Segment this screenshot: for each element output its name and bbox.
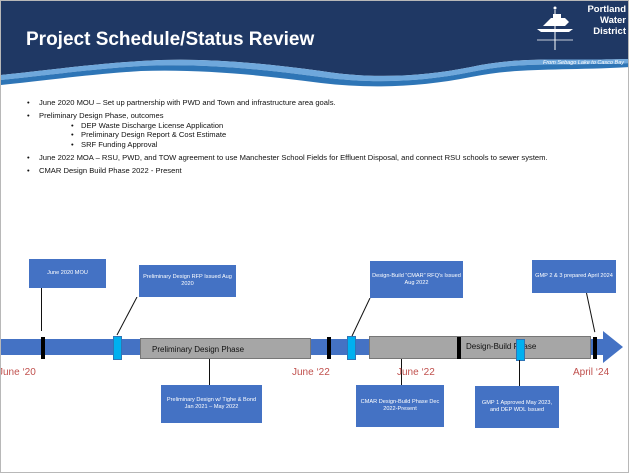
sub-bullet-item: DEP Waste Discharge License Application (39, 121, 619, 131)
timeline-tick (457, 337, 461, 359)
phase-label: Design-Build Phase (466, 342, 537, 351)
bullet-text: Preliminary Design Phase, outcomes (39, 111, 164, 121)
timeline-tick (593, 337, 597, 359)
connector-line (586, 292, 596, 333)
sub-bullet-item: SRF Funding Approval (39, 140, 619, 150)
logo-wordmark: Portland Water District (587, 4, 626, 37)
bullet-item: Preliminary Design Phase, outcomes DEP W… (19, 111, 619, 149)
connector-line (116, 297, 138, 336)
logo-line-2: Water (599, 15, 626, 26)
timeline-box: Preliminary Design RFP Issued Aug 2020 (139, 265, 236, 297)
milestone-marker (516, 339, 525, 361)
timeline-box: Preliminary Design w/ Tighe & Bond Jan 2… (161, 385, 262, 423)
bullet-item: CMAR Design Build Phase 2022 - Present (19, 166, 619, 176)
page-title: Project Schedule/Status Review (26, 29, 315, 50)
bullet-item: June 2022 MOA – RSU, PWD, and TOW agreem… (19, 153, 619, 163)
connector-line (41, 288, 42, 331)
timeline-box: GMP 2 & 3 prepared April 2024 (532, 260, 616, 293)
connector-line (351, 298, 371, 337)
connector-line (209, 359, 210, 385)
weathervane-icon (537, 6, 573, 50)
date-label: June ‘22 (292, 367, 330, 378)
logo-line-1: Portland (587, 4, 626, 15)
timeline-box: GMP 1 Approved May 2023, and DEP WDL Iss… (475, 386, 559, 428)
logo-tagline: From Sebago Lake to Casco Bay (542, 60, 624, 66)
timeline-box: Design-Build “CMAR” RFQ’s Issued Aug 202… (370, 261, 463, 298)
sub-bullet-item: Preliminary Design Report & Cost Estimat… (39, 130, 619, 140)
timeline-box: June 2020 MOU (29, 259, 106, 288)
header-banner: Project Schedule/Status Review Portland … (1, 1, 628, 91)
milestone-marker (113, 336, 122, 360)
connector-line (519, 360, 520, 386)
milestone-marker (347, 336, 356, 360)
phase-label: Preliminary Design Phase (152, 345, 245, 354)
timeline-tick (327, 337, 331, 359)
header-wave (1, 1, 628, 87)
phase-bar-preliminary (140, 338, 311, 359)
timeline-tick (41, 337, 45, 359)
date-label: June ‘22 (397, 367, 435, 378)
bullet-item: June 2020 MOU – Set up partnership with … (19, 98, 619, 108)
phase-bar-design-build (369, 336, 591, 359)
date-label: April ‘24 (573, 367, 610, 378)
timeline-box: CMAR Design-Build Phase Dec 2022-Present (356, 385, 444, 427)
connector-line (401, 359, 402, 385)
logo-line-3: District (593, 26, 626, 37)
bullet-list: June 2020 MOU – Set up partnership with … (19, 98, 619, 180)
date-label: June ‘20 (0, 367, 36, 378)
